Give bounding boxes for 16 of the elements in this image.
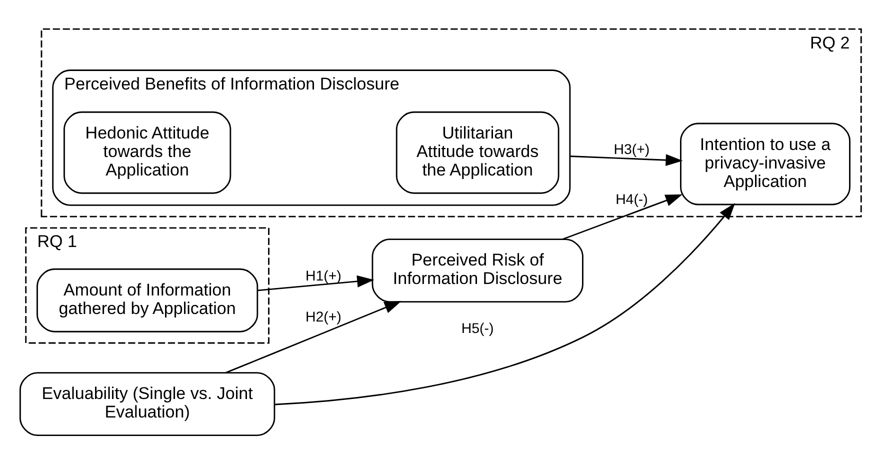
edge-label: H5(-) xyxy=(461,320,494,337)
node-box: Hedonic Attitude towards the Application xyxy=(64,110,232,194)
arrow xyxy=(274,202,736,405)
arrow xyxy=(570,154,683,166)
arrow xyxy=(258,274,374,291)
edge-label: H3(+) xyxy=(614,142,650,158)
arrow xyxy=(226,300,402,373)
node-box: Perceived Risk of Information Disclosure xyxy=(372,238,584,302)
edge-label: H4(-) xyxy=(616,191,648,208)
node-box: Evaluability (Single vs. Joint Evaluation) xyxy=(19,372,276,436)
arrow xyxy=(562,194,683,240)
node-box: Amount of Information gathered by Application xyxy=(36,268,258,332)
node-box: Utilitarian Attitude towards the Application xyxy=(396,110,560,194)
edge-label: H1(+) xyxy=(306,268,342,284)
node-box: Intention to use a privacy-invasive Application xyxy=(680,122,850,205)
edge-label: H2(+) xyxy=(306,309,342,326)
